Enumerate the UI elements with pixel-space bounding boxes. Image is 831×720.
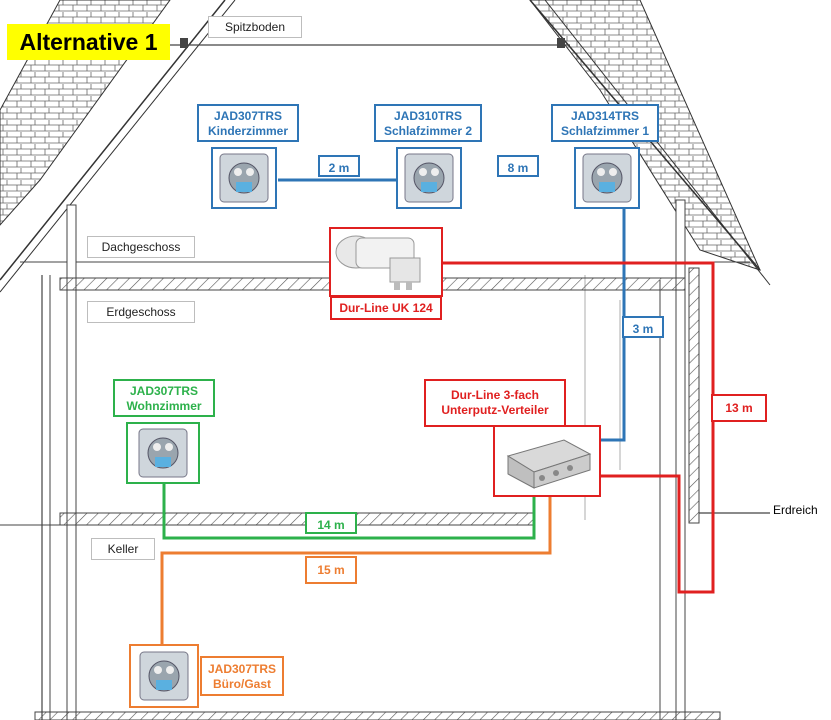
splitter-label: Dur-Line 3-fach Unterputz-Verteiler — [424, 379, 566, 427]
ground-label: Erdreich — [773, 503, 818, 517]
wall-socket-icon — [396, 147, 462, 209]
lnb-label: Dur-Line UK 124 — [330, 296, 442, 320]
socket-label-schlafzimmer1: JAD314TRS Schlafzimmer 1 — [551, 104, 659, 142]
diagram-title: Alternative 1 — [7, 24, 170, 60]
floor-label-dachgeschoss: Dachgeschoss — [87, 236, 195, 258]
cables — [160, 178, 715, 646]
cable-length-lnb-ground: 13 m — [711, 394, 767, 422]
cable-length-buero: 15 m — [305, 556, 357, 584]
walls — [41, 199, 700, 720]
lnb-name: Dur-Line UK 124 — [339, 301, 433, 315]
cable-length-schlaf1-splitter: 3 m — [622, 316, 664, 338]
floor-label-keller: Keller — [91, 538, 155, 560]
socket-room: Kinderzimmer — [207, 124, 289, 138]
socket-model: JAD310TRS — [393, 109, 463, 123]
socket-room: Büro/Gast — [212, 677, 271, 691]
wall-socket-icon — [211, 147, 277, 209]
socket-label-buero: JAD307TRS Büro/Gast — [200, 656, 284, 696]
wall-socket-icon — [574, 147, 640, 209]
cable-green — [162, 483, 536, 540]
floor-label-spitzboden: Spitzboden — [208, 16, 302, 38]
socket-label-kinderzimmer: JAD307TRS Kinderzimmer — [197, 104, 299, 142]
cable-length-wohnzimmer: 14 m — [305, 512, 357, 534]
wall-socket-icon — [126, 422, 200, 484]
floor-slabs — [0, 277, 770, 720]
cable-length-schlaf2-schlaf1: 8 m — [497, 155, 539, 177]
cable-length-kinder-schlaf2: 2 m — [318, 155, 360, 177]
socket-model: JAD307TRS — [129, 384, 199, 398]
socket-label-schlafzimmer2: JAD310TRS Schlafzimmer 2 — [374, 104, 482, 142]
splitter-line1: Dur-Line 3-fach — [450, 388, 539, 402]
socket-model: JAD314TRS — [570, 109, 640, 123]
cable-blue-down — [600, 180, 626, 442]
splitter-icon — [493, 425, 601, 497]
wall-socket-icon — [129, 644, 199, 708]
splitter-line2: Unterputz-Verteiler — [441, 403, 549, 417]
socket-room: Wohnzimmer — [126, 399, 202, 413]
socket-room: Schlafzimmer 1 — [560, 124, 650, 138]
socket-room: Schlafzimmer 2 — [383, 124, 473, 138]
socket-model: JAD307TRS — [207, 662, 277, 676]
socket-label-wohnzimmer: JAD307TRS Wohnzimmer — [113, 379, 215, 417]
socket-model: JAD307TRS — [213, 109, 283, 123]
floor-label-erdgeschoss: Erdgeschoss — [87, 301, 195, 323]
cable-red — [440, 261, 715, 594]
cable-orange — [160, 496, 552, 646]
lnb-icon — [329, 227, 443, 297]
